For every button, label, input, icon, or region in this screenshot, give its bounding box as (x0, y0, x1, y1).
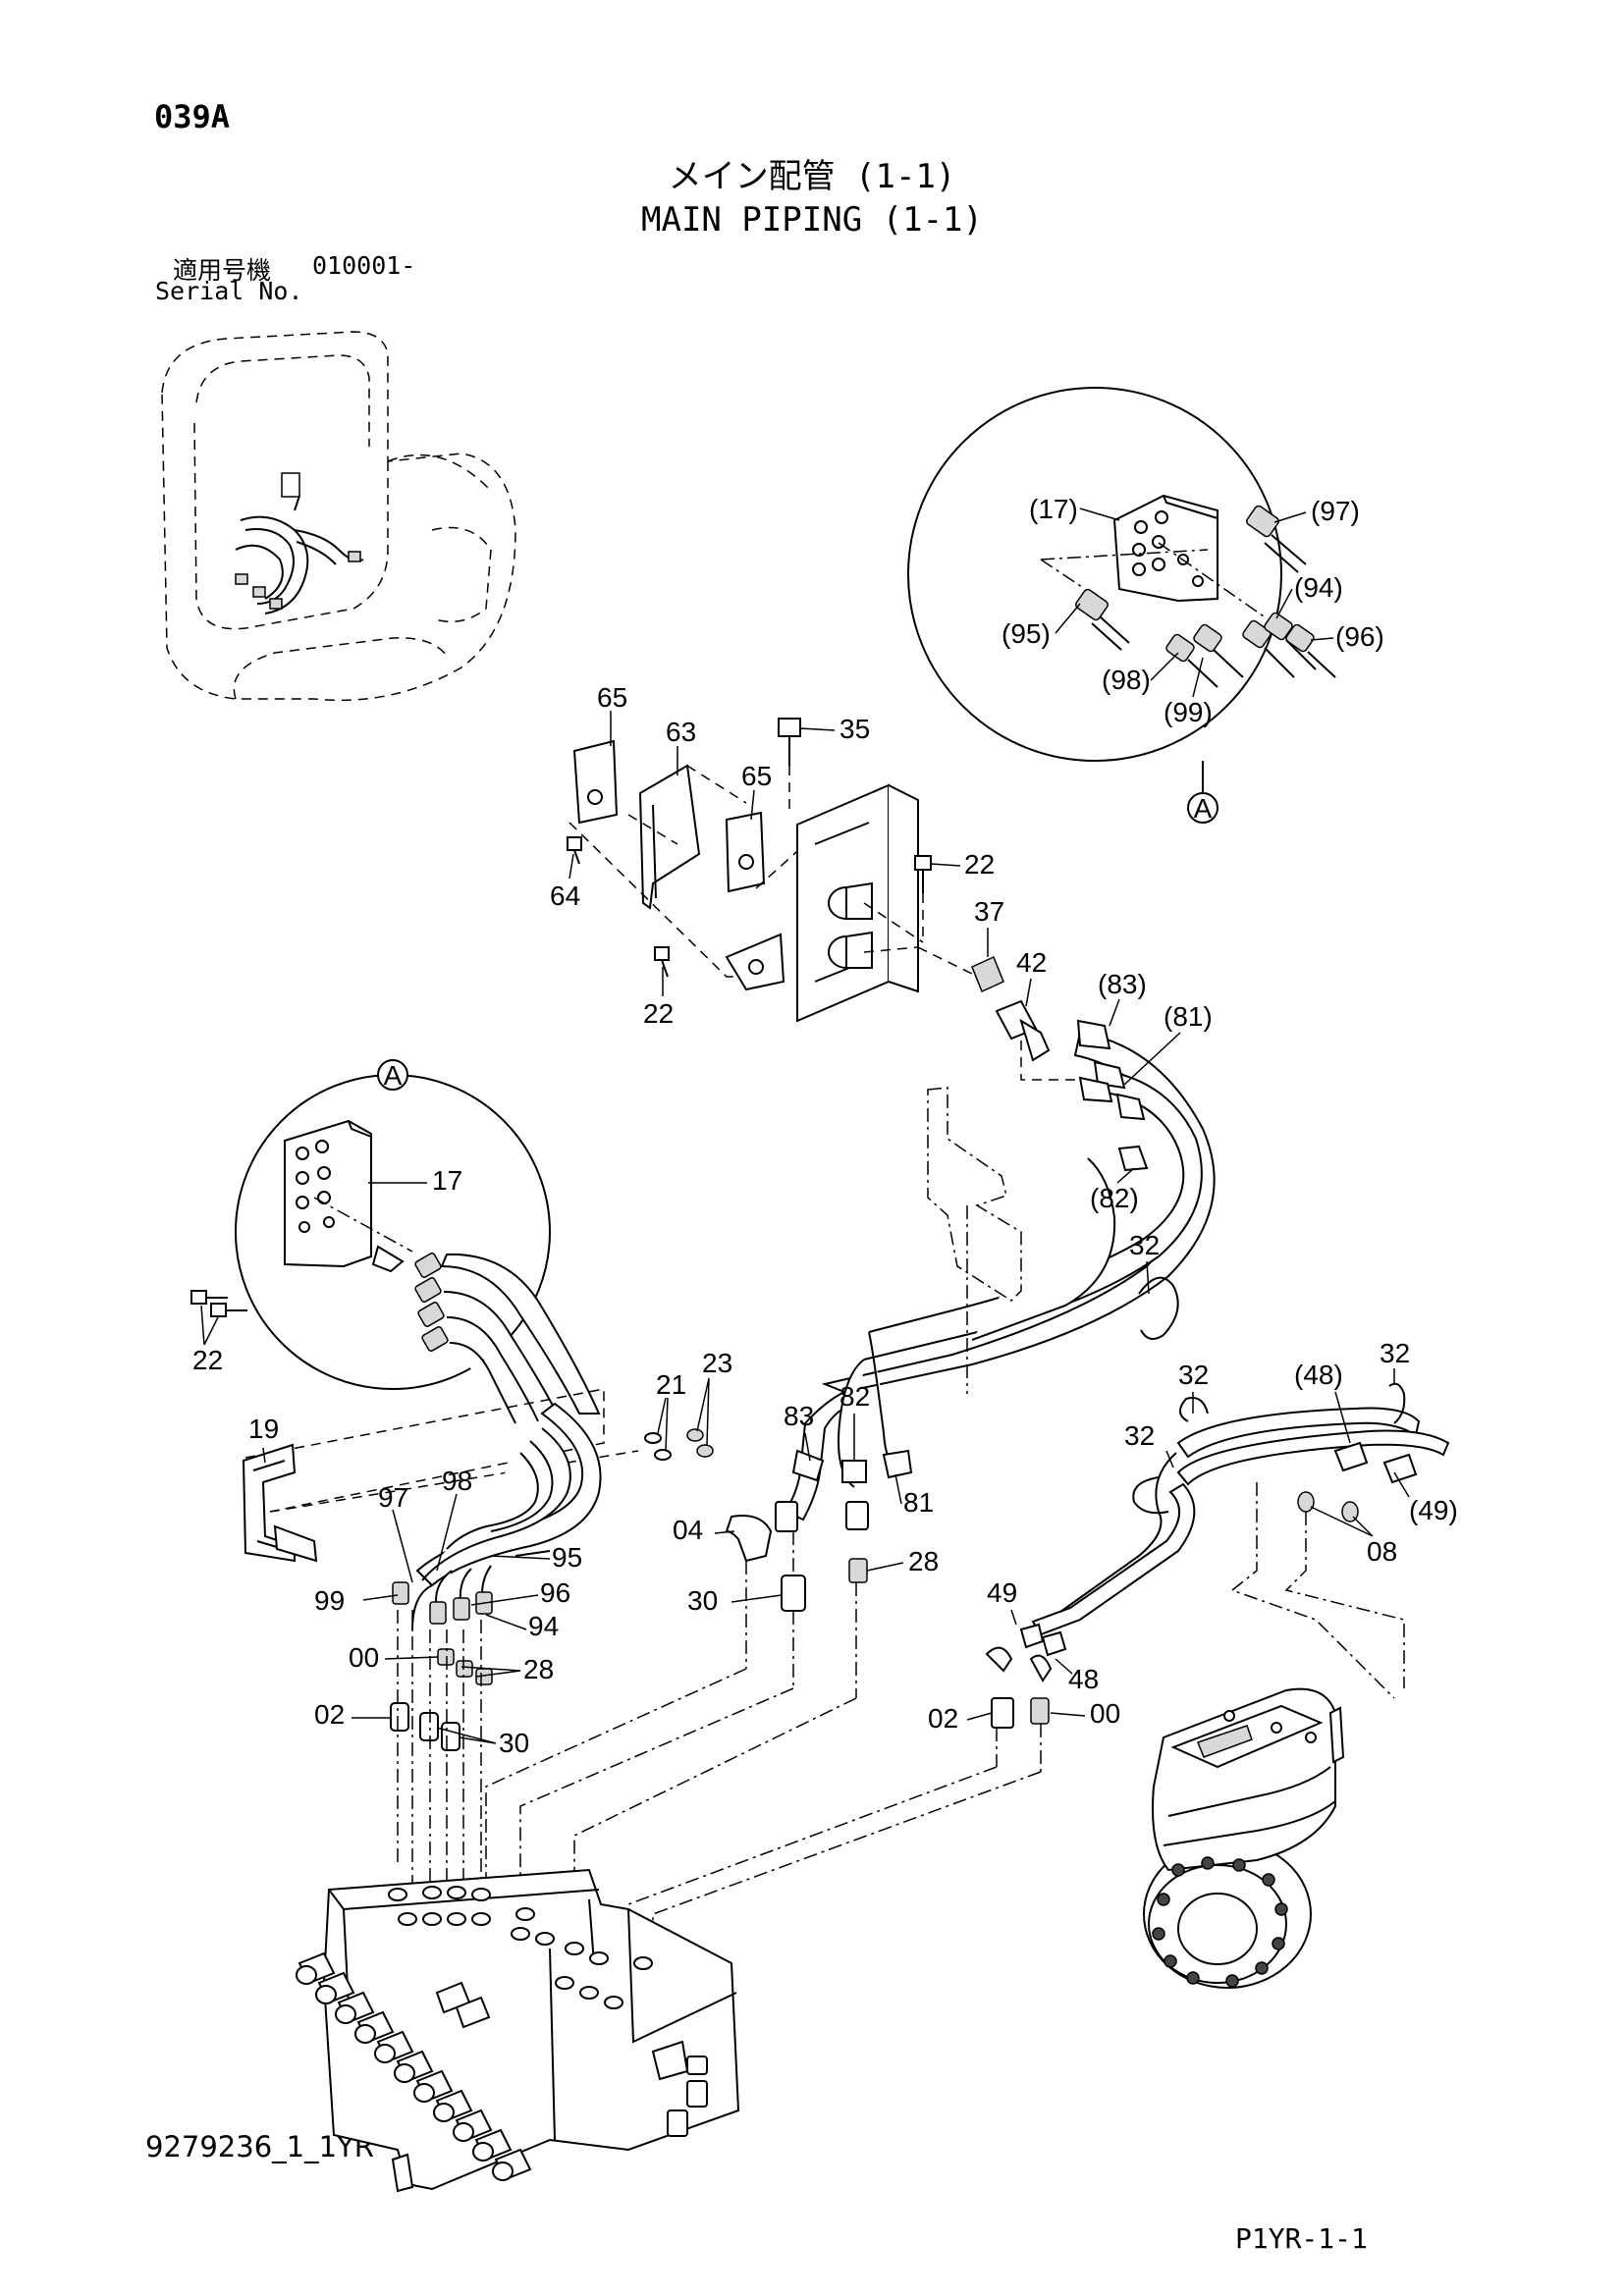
callout-97-ref: (97) (1311, 496, 1360, 526)
title-english: MAIN PIPING (1-1) (641, 200, 983, 240)
callout-83: 83 (784, 1401, 814, 1431)
callout-81-ref: (81) (1164, 1001, 1213, 1032)
callout-00-left: 00 (349, 1642, 379, 1673)
callout-37: 37 (974, 896, 1004, 927)
callout-48-ref: (48) (1294, 1360, 1343, 1390)
callout-28-left: 28 (523, 1654, 554, 1684)
page-code: 039A (154, 98, 231, 135)
callout-22-bolts: 22 (192, 1345, 223, 1375)
callout-48: 48 (1068, 1664, 1099, 1694)
callout-35: 35 (839, 714, 870, 744)
callout-32-right-top: 32 (1178, 1360, 1209, 1390)
detail-a-circle-upper: A (907, 387, 1336, 824)
callout-95: 95 (552, 1542, 582, 1573)
title-japanese: メイン配管 (1-1) (668, 157, 956, 196)
detail-a-marker-upper: A (1194, 793, 1213, 824)
callout-82: 82 (839, 1381, 870, 1412)
callout-82-ref: (82) (1090, 1183, 1139, 1213)
callout-17-ref: (17) (1029, 494, 1078, 524)
callout-22-right: 22 (964, 849, 995, 880)
callout-00-right: 00 (1090, 1698, 1120, 1729)
callout-49-ref: (49) (1409, 1495, 1458, 1525)
callout-94: 94 (528, 1611, 559, 1641)
callout-65b: 65 (741, 761, 772, 791)
right-hose-group (627, 1382, 1450, 1939)
callout-21: 21 (656, 1369, 686, 1400)
callout-30-mid: 30 (687, 1585, 718, 1616)
callout-30-left: 30 (499, 1728, 529, 1758)
callout-99-ref: (99) (1164, 697, 1213, 727)
callout-08: 08 (1367, 1536, 1397, 1567)
left-hose-bundle (242, 1388, 714, 1909)
callout-94-ref: (94) (1294, 572, 1343, 603)
detail-a-marker-lower: A (384, 1060, 403, 1091)
callout-96-ref: (96) (1335, 621, 1384, 652)
callout-97: 97 (378, 1482, 408, 1513)
callout-42: 42 (1016, 947, 1047, 978)
serial-label-english: Serial No. (155, 277, 303, 305)
callout-98: 98 (442, 1466, 472, 1496)
callout-17: 17 (432, 1165, 462, 1196)
callout-49: 49 (987, 1577, 1017, 1608)
middle-hose-group (485, 1331, 913, 1929)
callout-02-right: 02 (928, 1703, 958, 1734)
detail-a-circle-lower: A (190, 1059, 601, 1424)
callout-04: 04 (673, 1515, 703, 1545)
callout-32-far-right: 32 (1380, 1338, 1410, 1368)
callout-99: 99 (314, 1585, 345, 1616)
callout-22-left: 22 (643, 998, 674, 1029)
callout-64: 64 (550, 881, 580, 911)
travel-motor (1143, 1687, 1345, 1989)
callout-98-ref: (98) (1102, 665, 1151, 695)
serial-number-value: 010001- (312, 251, 416, 280)
callout-28-mid: 28 (908, 1546, 939, 1576)
callout-96: 96 (540, 1577, 570, 1608)
callout-65a: 65 (597, 682, 627, 713)
callout-23: 23 (702, 1348, 732, 1378)
control-valve-assembly (296, 1868, 740, 2193)
callout-83-ref: (83) (1098, 969, 1147, 999)
callout-81: 81 (903, 1487, 934, 1518)
callout-19: 19 (248, 1414, 279, 1444)
sheet-code: P1YR-1-1 (1235, 2222, 1368, 2255)
serial-label-japanese: 適用号機 (173, 256, 272, 285)
callout-02-left: 02 (314, 1699, 345, 1730)
callout-63: 63 (666, 717, 696, 747)
callout-32-right-mid: 32 (1124, 1420, 1155, 1451)
callout-32-upper: 32 (1129, 1230, 1160, 1260)
machine-location-sketch (161, 331, 516, 702)
callout-95-ref: (95) (1001, 618, 1051, 649)
valve-bracket-assembly (567, 718, 1080, 1081)
upper-hose-bundle (821, 1019, 1216, 1394)
